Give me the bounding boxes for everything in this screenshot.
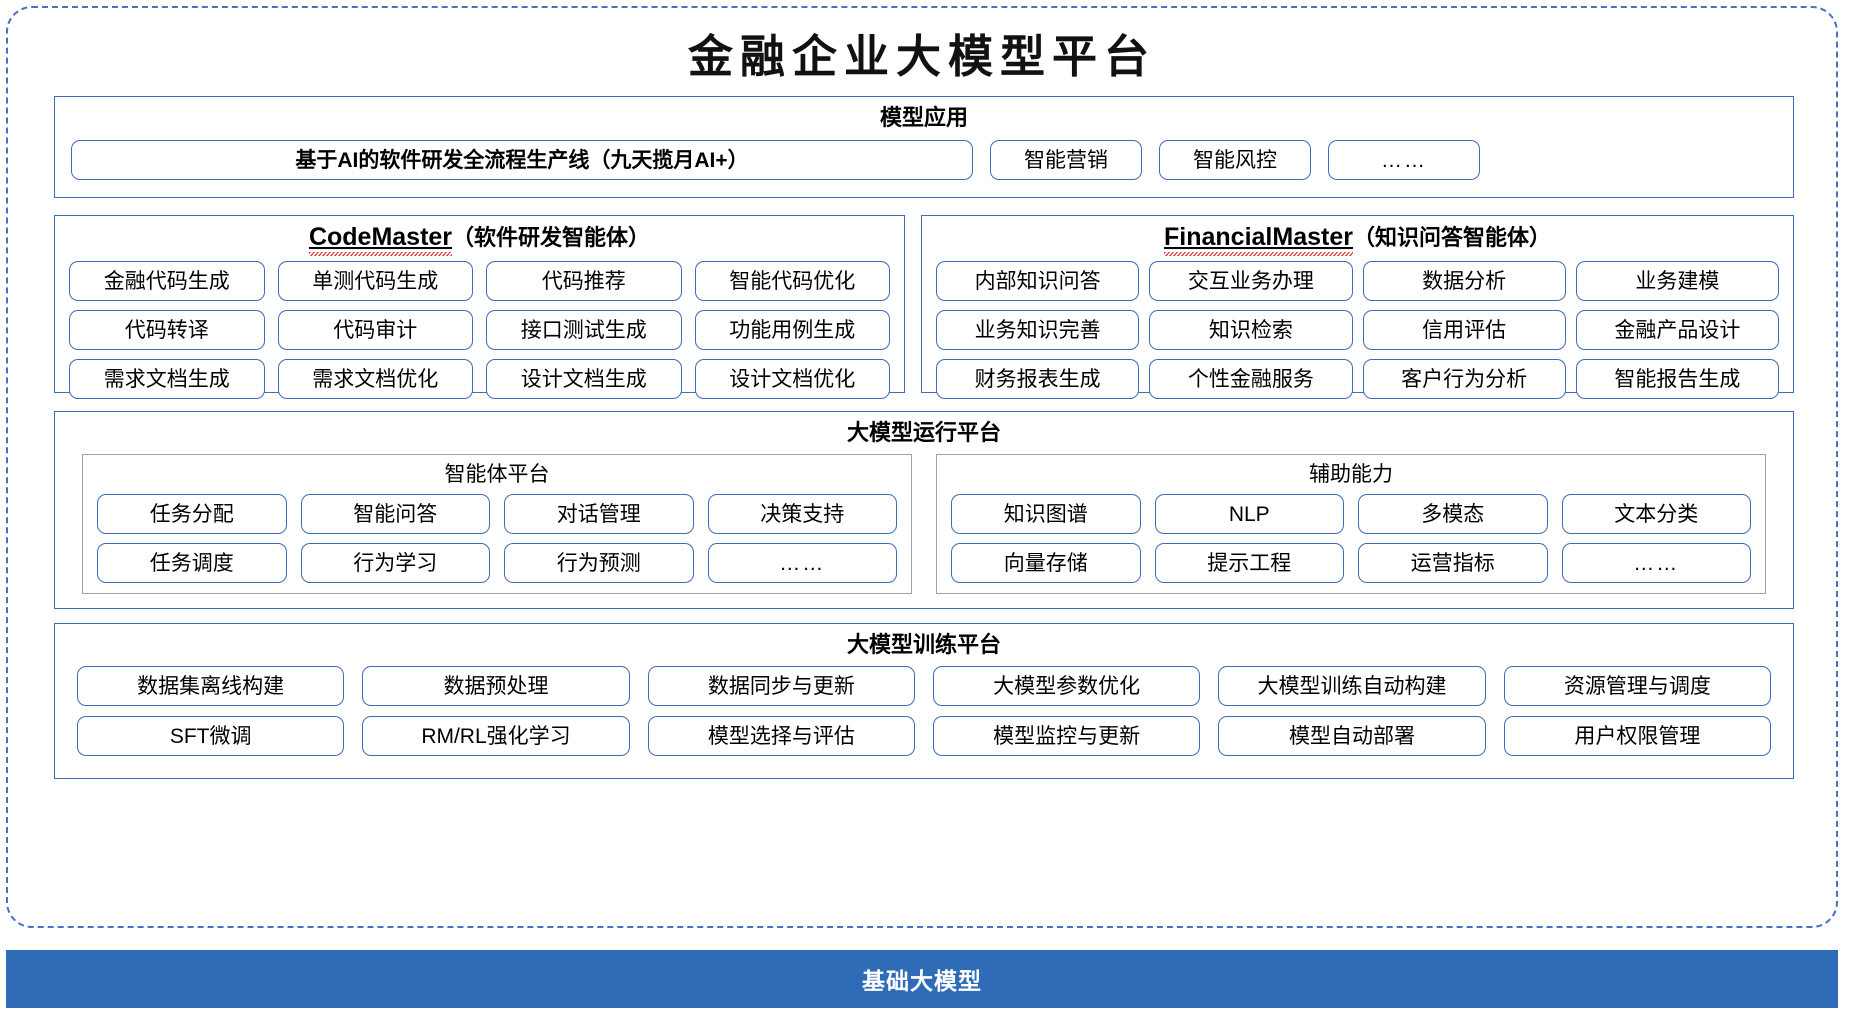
training-pill-8[interactable]: 模型选择与评估 [647,716,915,756]
auxiliary-pill-1[interactable]: NLP [1154,494,1344,534]
financialmaster-pill-8[interactable]: 财务报表生成 [936,359,1140,399]
section-model-applications: 模型应用 基于AI的软件研发全流程生产线（九天揽月AI+） 智能营销 智能风控 … [54,96,1794,198]
base-model-label: 基础大模型 [862,968,982,994]
training-pill-2[interactable]: 数据同步与更新 [647,666,915,706]
subpanel-title-agent-platform: 智能体平台 [444,463,550,486]
agent-platform-pill-6[interactable]: 行为预测 [504,543,694,583]
codemaster-pill-9[interactable]: 需求文档优化 [277,359,473,399]
codemaster-pill-2[interactable]: 代码推荐 [486,261,682,301]
section-runtime-platform: 大模型运行平台 智能体平台 任务分配 智能问答 对话管理 决策支持 任务调度 行… [54,411,1794,609]
codemaster-pill-11[interactable]: 设计文档优化 [694,359,890,399]
financialmaster-pill-5[interactable]: 知识检索 [1149,310,1353,350]
section-title-runtime-platform: 大模型运行平台 [846,420,1001,445]
auxiliary-pill-4[interactable]: 向量存储 [951,543,1141,583]
agent-platform-grid: 任务分配 智能问答 对话管理 决策支持 任务调度 行为学习 行为预测 …… [83,494,911,583]
financialmaster-capability-grid: 内部知识问答 交互业务办理 数据分析 业务建模 业务知识完善 知识检索 信用评估… [922,250,1793,399]
agent-platform-pill-3[interactable]: 决策支持 [707,494,897,534]
agent-platform-pill-1[interactable]: 智能问答 [300,494,490,534]
financialmaster-pill-3[interactable]: 业务建模 [1575,261,1779,301]
training-pill-9[interactable]: 模型监控与更新 [933,716,1201,756]
auxiliary-pill-3[interactable]: 文本分类 [1561,494,1751,534]
subpanel-agent-platform: 智能体平台 任务分配 智能问答 对话管理 决策支持 任务调度 行为学习 行为预测… [82,454,912,594]
auxiliary-capabilities-grid: 知识图谱 NLP 多模态 文本分类 向量存储 提示工程 运营指标 …… [937,494,1765,583]
codemaster-pill-3[interactable]: 智能代码优化 [694,261,890,301]
codemaster-capability-grid: 金融代码生成 单测代码生成 代码推荐 智能代码优化 代码转译 代码审计 接口测试… [55,250,904,399]
agent-platform-pill-2[interactable]: 对话管理 [504,494,694,534]
codemaster-pill-6[interactable]: 接口测试生成 [486,310,682,350]
financialmaster-pill-2[interactable]: 数据分析 [1362,261,1566,301]
agent-platform-pill-4[interactable]: 任务调度 [97,543,287,583]
section-financialmaster: FinancialMaster（知识问答智能体） 内部知识问答 交互业务办理 数… [921,215,1794,399]
agent-platform-pill-0[interactable]: 任务分配 [97,494,287,534]
financialmaster-latin-name: FinancialMaster [1164,223,1353,256]
auxiliary-pill-more[interactable]: …… [1561,543,1751,583]
auxiliary-pill-6[interactable]: 运营指标 [1358,543,1548,583]
auxiliary-pill-2[interactable]: 多模态 [1358,494,1548,534]
codemaster-pill-0[interactable]: 金融代码生成 [69,261,265,301]
diagram-outer-frame: 金融企业大模型平台 模型应用 基于AI的软件研发全流程生产线（九天揽月AI+） … [6,6,1838,928]
financialmaster-pill-1[interactable]: 交互业务办理 [1149,261,1353,301]
financialmaster-pill-9[interactable]: 个性金融服务 [1149,359,1353,399]
training-platform-grid: 数据集离线构建 数据预处理 数据同步与更新 大模型参数优化 大模型训练自动构建 … [55,656,1793,756]
app-pill-smart-risk-control[interactable]: 智能风控 [1159,140,1311,180]
training-pill-11[interactable]: 用户权限管理 [1503,716,1771,756]
training-pill-4[interactable]: 大模型训练自动构建 [1218,666,1486,706]
training-pill-7[interactable]: RM/RL强化学习 [362,716,630,756]
agent-platform-pill-5[interactable]: 行为学习 [300,543,490,583]
training-pill-10[interactable]: 模型自动部署 [1218,716,1486,756]
section-title-codemaster: CodeMaster（软件研发智能体） [55,216,904,256]
app-pill-ai-sdlc[interactable]: 基于AI的软件研发全流程生产线（九天揽月AI+） [71,140,973,180]
training-pill-3[interactable]: 大模型参数优化 [933,666,1201,706]
training-pill-0[interactable]: 数据集离线构建 [77,666,345,706]
codemaster-pill-10[interactable]: 设计文档生成 [486,359,682,399]
agent-platform-pill-more[interactable]: …… [707,543,897,583]
runtime-subpanels: 智能体平台 任务分配 智能问答 对话管理 决策支持 任务调度 行为学习 行为预测… [55,444,1793,594]
codemaster-pill-5[interactable]: 代码审计 [277,310,473,350]
financialmaster-suffix: （知识问答智能体） [1352,225,1551,250]
financialmaster-pill-10[interactable]: 客户行为分析 [1362,359,1566,399]
codemaster-pill-8[interactable]: 需求文档生成 [69,359,265,399]
auxiliary-pill-5[interactable]: 提示工程 [1154,543,1344,583]
financialmaster-pill-4[interactable]: 业务知识完善 [936,310,1140,350]
base-model-bar: 基础大模型 [6,950,1838,1008]
training-pill-6[interactable]: SFT微调 [77,716,345,756]
financialmaster-pill-11[interactable]: 智能报告生成 [1575,359,1779,399]
codemaster-pill-4[interactable]: 代码转译 [69,310,265,350]
codemaster-latin-name: CodeMaster [308,223,453,256]
page-title: 金融企业大模型平台 [687,32,1156,82]
codemaster-pill-1[interactable]: 单测代码生成 [277,261,473,301]
section-title-financialmaster: FinancialMaster（知识问答智能体） [922,216,1793,256]
codemaster-suffix: （软件研发智能体） [452,225,651,250]
financialmaster-pill-0[interactable]: 内部知识问答 [936,261,1140,301]
subpanel-title-auxiliary-capabilities: 辅助能力 [1309,463,1393,486]
app-pill-smart-marketing[interactable]: 智能营销 [990,140,1142,180]
financialmaster-pill-6[interactable]: 信用评估 [1362,310,1566,350]
section-codemaster: CodeMaster（软件研发智能体） 金融代码生成 单测代码生成 代码推荐 智… [54,215,905,399]
model-application-items: 基于AI的软件研发全流程生产线（九天揽月AI+） 智能营销 智能风控 …… [55,129,1793,180]
training-pill-1[interactable]: 数据预处理 [362,666,630,706]
auxiliary-pill-0[interactable]: 知识图谱 [951,494,1141,534]
financialmaster-pill-7[interactable]: 金融产品设计 [1575,310,1779,350]
app-pill-more[interactable]: …… [1328,140,1480,180]
section-title-training-platform: 大模型训练平台 [846,632,1001,657]
codemaster-pill-7[interactable]: 功能用例生成 [694,310,890,350]
section-training-platform: 大模型训练平台 数据集离线构建 数据预处理 数据同步与更新 大模型参数优化 大模… [54,623,1794,779]
subpanel-auxiliary-capabilities: 辅助能力 知识图谱 NLP 多模态 文本分类 向量存储 提示工程 运营指标 …… [936,454,1766,594]
training-pill-5[interactable]: 资源管理与调度 [1503,666,1771,706]
section-title-model-applications: 模型应用 [879,105,968,130]
